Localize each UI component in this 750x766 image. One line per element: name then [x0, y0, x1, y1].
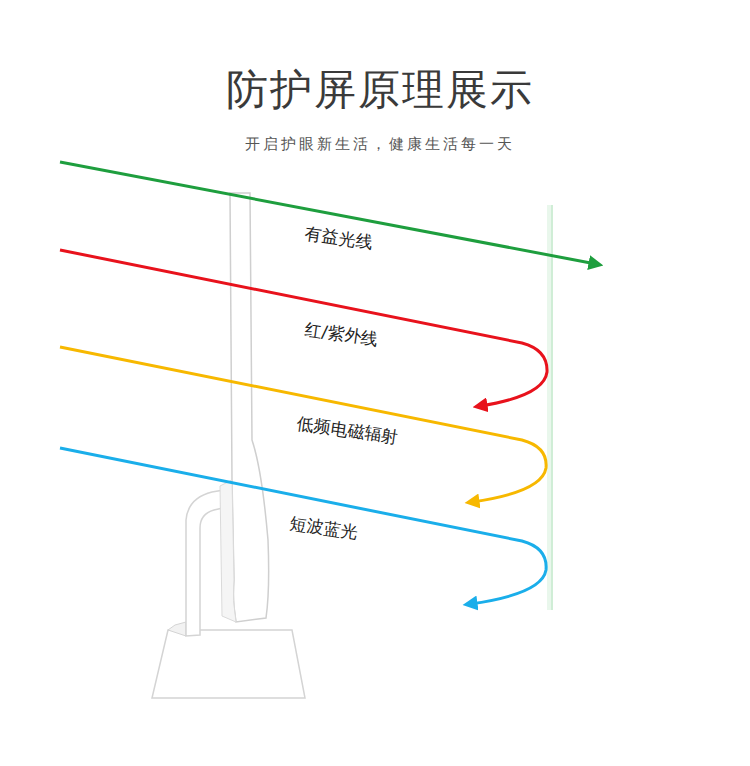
ray-label: 短波蓝光	[288, 512, 359, 544]
red-ray	[60, 250, 547, 406]
ray-label: 低频电磁辐射	[295, 412, 399, 449]
ray-label: 红/紫外线	[303, 318, 379, 351]
title: 防护屏原理展示	[226, 62, 534, 118]
protective-screen-edge	[551, 205, 552, 610]
monitor-body	[230, 193, 269, 622]
yellow-ray	[60, 347, 546, 502]
ray-label: 有益光线	[303, 222, 374, 254]
blue-ray	[60, 448, 546, 604]
protective-screen	[547, 205, 553, 610]
monitor-back	[220, 480, 236, 622]
green-ray	[60, 162, 596, 264]
monitor-base	[152, 630, 305, 698]
monitor-base-edge	[168, 622, 186, 636]
subtitle: 开启护眼新生活，健康生活每一天	[245, 135, 515, 154]
